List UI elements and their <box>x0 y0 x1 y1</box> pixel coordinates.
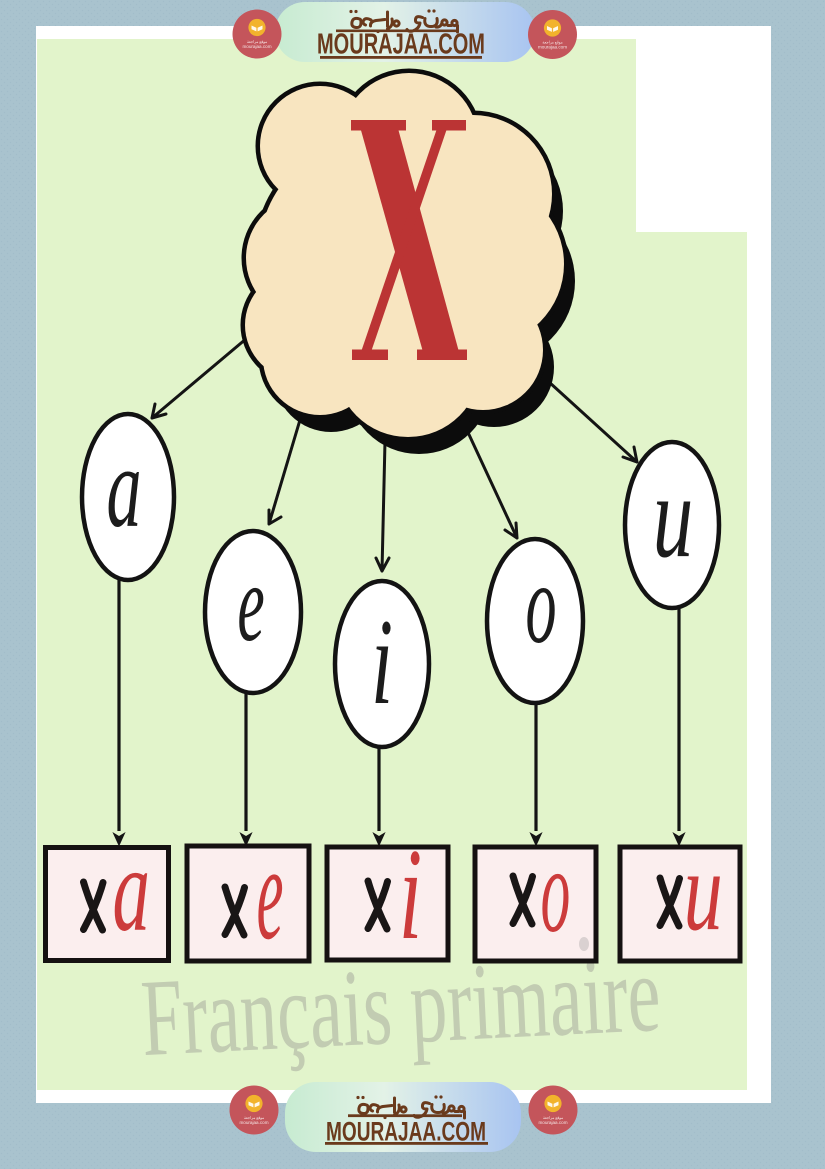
svg-text:o: o <box>541 823 571 958</box>
svg-text:i: i <box>371 595 393 731</box>
svg-text:a: a <box>106 423 141 551</box>
svg-text:i: i <box>399 821 422 966</box>
svg-text:e: e <box>257 818 284 968</box>
svg-text:a: a <box>113 822 151 957</box>
svg-text:u: u <box>684 827 723 954</box>
svg-text:e: e <box>237 544 264 665</box>
svg-text:o: o <box>525 540 556 667</box>
svg-text:MOURAJAA.COM: MOURAJAA.COM <box>326 1117 486 1147</box>
svg-text:MOURAJAA.COM: MOURAJAA.COM <box>317 29 485 61</box>
svg-text:u: u <box>653 451 693 583</box>
